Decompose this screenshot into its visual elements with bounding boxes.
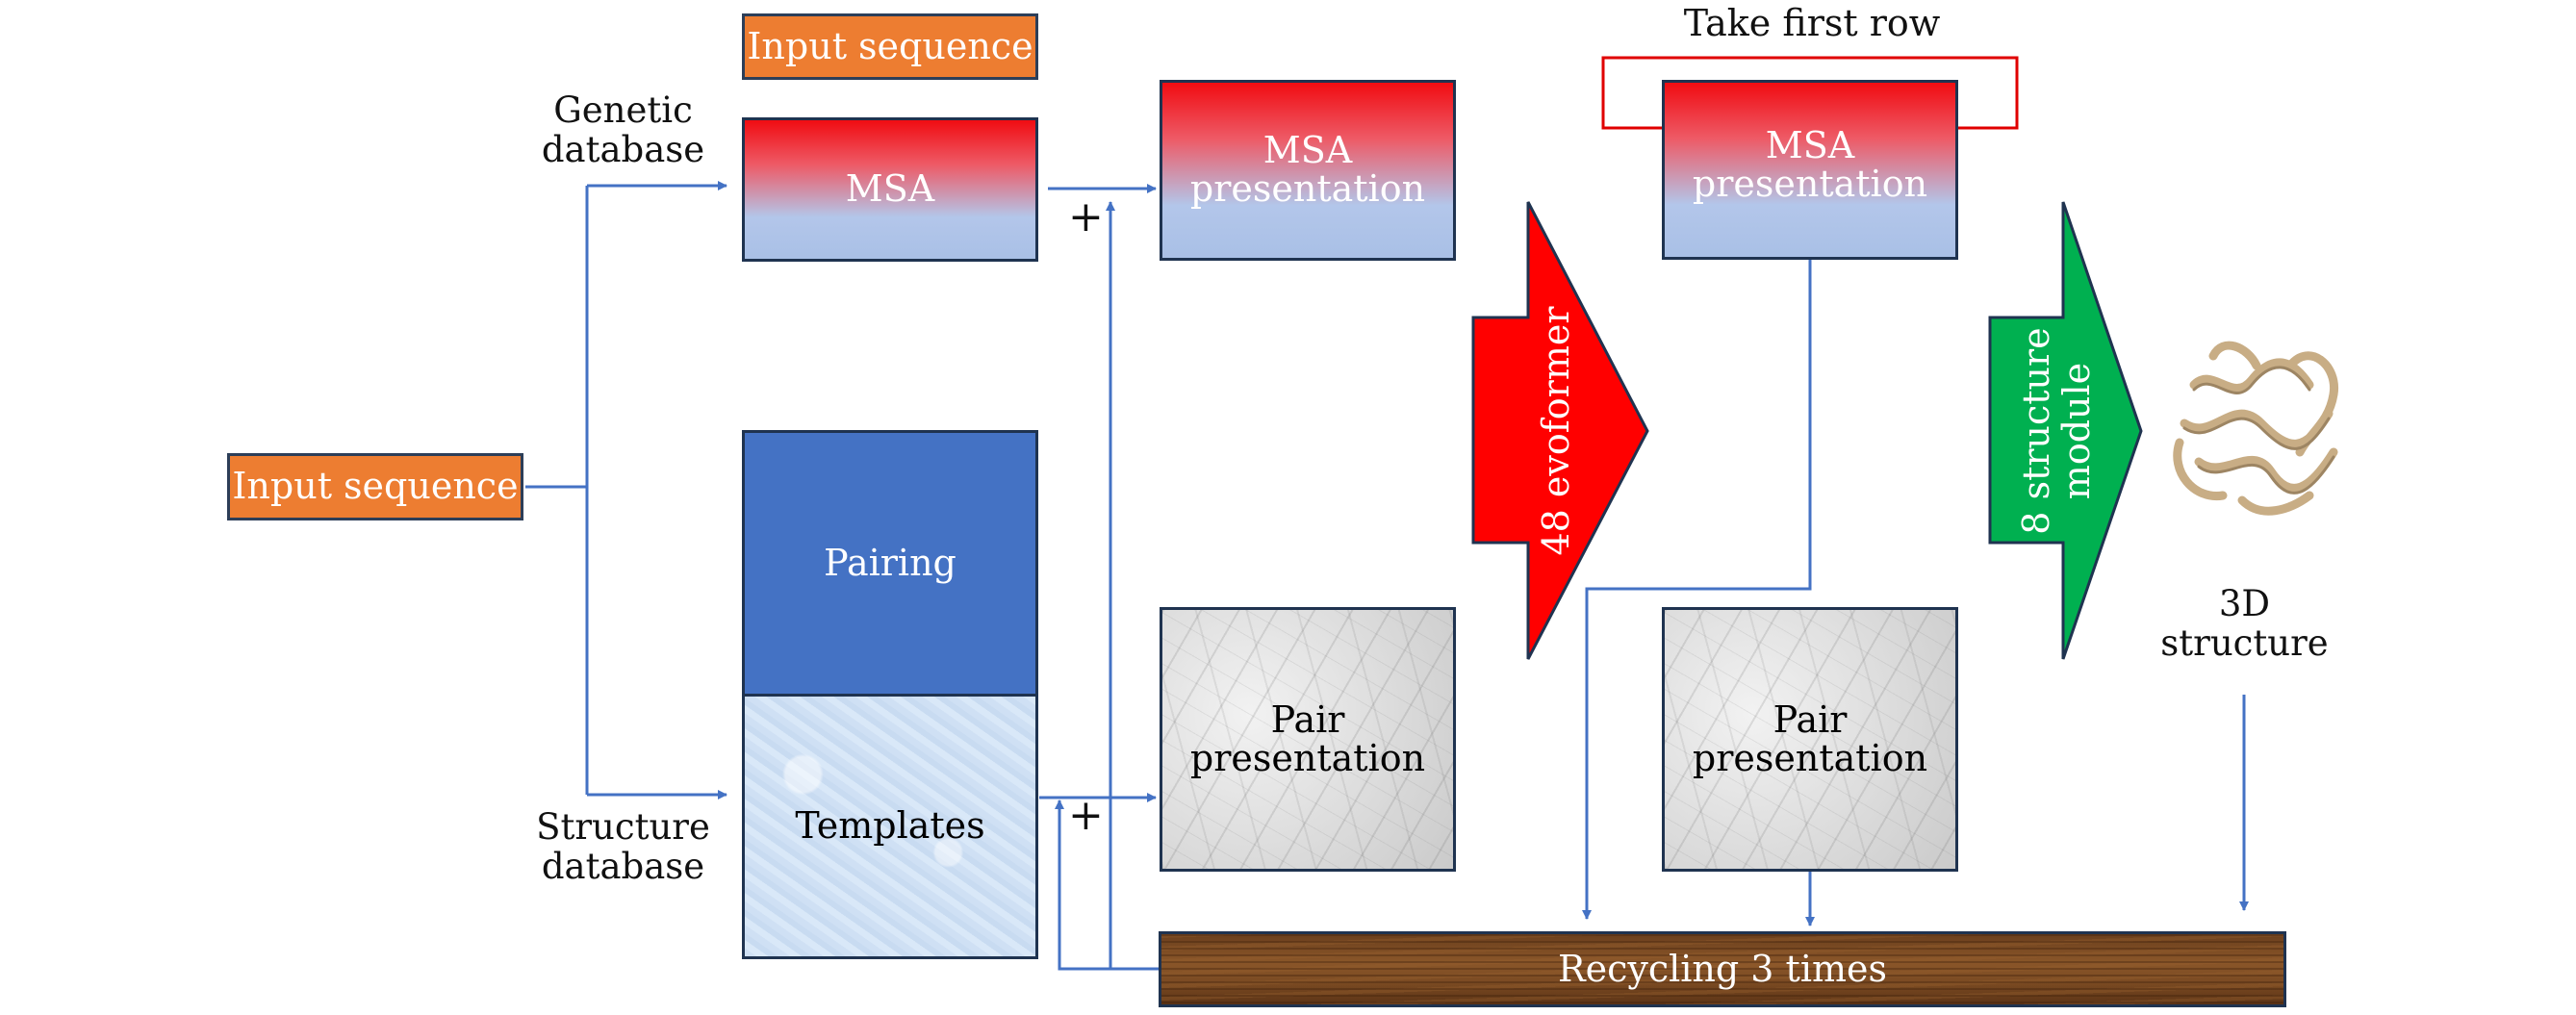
templates-label: Templates — [795, 804, 985, 848]
msa-presentation-right-line-1: MSA — [1765, 124, 1855, 166]
msa-presentation-line-2: presentation — [1189, 167, 1426, 210]
msa-presentation-line-1: MSA — [1262, 129, 1353, 172]
msa-box: MSA — [742, 117, 1038, 262]
structure-module-arrow-shape — [1988, 201, 2143, 660]
templates-box: Templates — [742, 694, 1038, 959]
protein-structure-icon — [2173, 341, 2339, 516]
structure-database-line-2: database — [541, 845, 705, 887]
structure-module-line-1: 8 structure — [2015, 327, 2057, 535]
recycle-to-pair-arrow — [1055, 799, 1110, 971]
genetic-database-label: Genetic database — [524, 89, 722, 170]
genetic-database-line-2: database — [541, 128, 705, 170]
structure-3d-line-2: structure — [2160, 622, 2329, 664]
structure-module-label: 8 structure module — [2015, 306, 2105, 556]
input-sequence-left: Input sequence — [227, 453, 523, 520]
pair-presentation-right-line-1: Pair — [1773, 698, 1848, 741]
structure-3d-line-1: 3D — [2218, 583, 2271, 624]
msa-label: MSA — [845, 167, 935, 211]
structure-module-line-2: module — [2054, 362, 2098, 500]
pair-presentation-right-box: Pair presentation — [1662, 607, 1958, 872]
pair-presentation-line-1: Pair — [1270, 698, 1345, 741]
msa-presentation-right-box: MSA presentation — [1662, 80, 1958, 260]
evoformer-arrow-shape — [1471, 201, 1649, 660]
recycling-label: Recycling 3 times — [1557, 947, 1888, 990]
structure-database-line-1: Structure — [536, 806, 710, 848]
msa-presentation-right-line-2: presentation — [1692, 162, 1928, 205]
pair-presentation-box: Pair presentation — [1160, 607, 1456, 872]
protein-structure-shade — [2182, 366, 2335, 495]
genetic-database-line-1: Genetic — [553, 89, 693, 131]
input-sequence-left-label: Input sequence — [232, 465, 519, 508]
plus-sign-msa: + — [1068, 192, 1104, 241]
structure-3d-label: 3D structure — [2146, 583, 2343, 664]
recycling-bar: Recycling 3 times — [1159, 931, 2286, 1007]
structure-database-label: Structure database — [520, 806, 727, 887]
input-sequence-top: Input sequence — [742, 13, 1038, 80]
msa-presentation-box: MSA presentation — [1160, 80, 1456, 261]
recycle-to-msa-arrow — [1106, 201, 1159, 971]
pairing-label: Pairing — [824, 541, 956, 584]
pairing-box: Pairing — [742, 430, 1038, 697]
pair-presentation-right-line-2: presentation — [1692, 736, 1928, 779]
msa-output-to-recycle-arrow — [1582, 260, 1812, 920]
plus-sign-pair: + — [1068, 791, 1104, 840]
take-first-row-label: Take first row — [1683, 2, 1941, 44]
input-sequence-top-label: Input sequence — [747, 24, 1033, 67]
evoformer-label: 48 evoformer — [1535, 306, 1577, 556]
pair-presentation-line-2: presentation — [1189, 736, 1426, 779]
